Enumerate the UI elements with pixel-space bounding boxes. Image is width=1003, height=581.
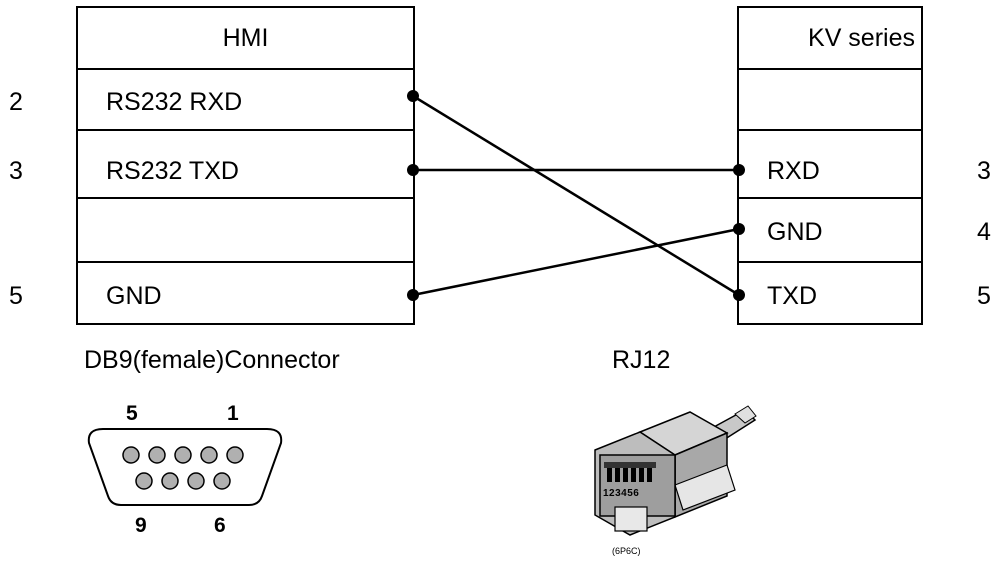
hmi-row-3 [76, 197, 415, 263]
kv-row-2 [737, 129, 923, 199]
hmi-row-2-label: RS232 TXD [106, 157, 239, 185]
hmi-header-cell [76, 6, 415, 70]
wire-rxd-to-txd [412, 94, 740, 297]
kv-header-cell [737, 6, 923, 70]
rj12-pin-numbers: 123456 [603, 488, 640, 499]
kv-row-2-label: RXD [767, 157, 820, 185]
hmi-gnd-terminal [407, 289, 419, 301]
hmi-pin-txd: 3 [9, 157, 23, 185]
hmi-row-1-label: RS232 RXD [106, 88, 243, 116]
kv-header: KV series [808, 24, 915, 52]
hmi-header: HMI [222, 24, 269, 52]
hmi-rxd-terminal [407, 90, 419, 102]
db9-pin-label-5: 5 [126, 402, 138, 425]
hmi-row-4-label: GND [106, 282, 162, 310]
db9-pin-label-9: 9 [135, 514, 147, 537]
kv-pin-txd: 5 [977, 282, 991, 310]
kv-pin-rxd: 3 [977, 157, 991, 185]
hmi-row-2 [76, 129, 415, 199]
db9-caption: DB9(female)Connector [84, 346, 340, 374]
hmi-txd-terminal [407, 164, 419, 176]
db9-pin-label-1: 1 [227, 402, 239, 425]
wire-gnd-to-gnd [412, 227, 740, 297]
kv-pin-gnd: 4 [977, 218, 991, 246]
kv-row-3-label: GND [767, 218, 823, 246]
rj12-caption: RJ12 [612, 346, 671, 374]
rj12-type-label: (6P6C) [612, 546, 641, 556]
kv-row-1 [737, 68, 923, 131]
db9-pin-label-6: 6 [214, 514, 226, 537]
kv-rxd-terminal [733, 164, 745, 176]
kv-gnd-terminal [733, 223, 745, 235]
kv-row-4-label: TXD [767, 282, 817, 310]
hmi-pin-gnd: 5 [9, 282, 23, 310]
kv-txd-terminal [733, 289, 745, 301]
hmi-pin-rxd: 2 [9, 88, 23, 116]
